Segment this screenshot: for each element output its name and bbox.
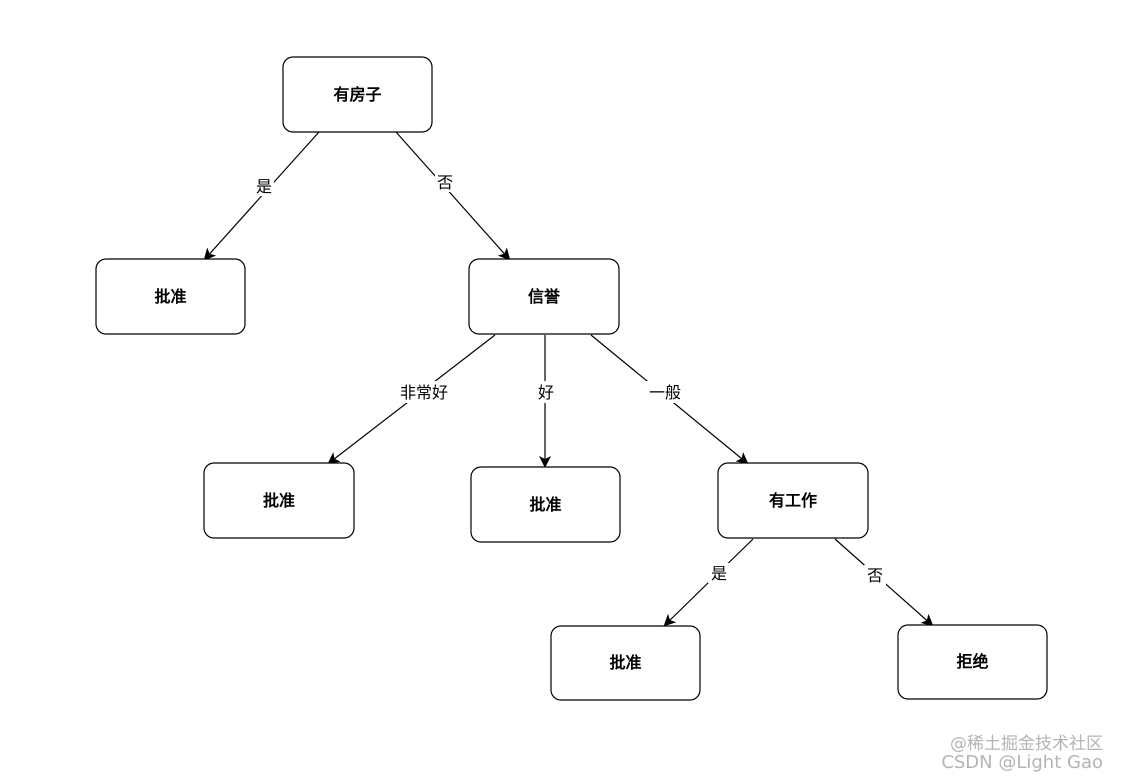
edge-credit-has-job: 一般 [590, 334, 749, 465]
node-label: 批准 [529, 495, 561, 514]
edge-label: 好 [538, 383, 554, 402]
node-label: 批准 [154, 287, 186, 306]
edge-root-credit: 否 [395, 131, 511, 261]
edges: 是 否 非常好 好 一般 是 否 [203, 131, 934, 627]
edge-root-approve-1: 是 [203, 131, 320, 261]
node-label: 批准 [609, 653, 641, 672]
node-label: 信誉 [528, 287, 561, 306]
watermark-juejin: @稀土掘金技术社区 [950, 733, 1103, 754]
node-approve-2: 批准 [203, 462, 355, 539]
edge-label: 否 [437, 173, 453, 192]
node-label: 有工作 [769, 491, 817, 510]
edge-label: 一般 [649, 383, 681, 402]
edge-credit-approve-3: 好 [535, 335, 557, 468]
edge-has-job-approve-4: 是 [663, 538, 754, 627]
node-root: 有房子 [282, 56, 433, 133]
nodes: 有房子 批准 信誉 批准 批准 有工作 批准 拒绝 [95, 56, 1048, 701]
node-label: 有房子 [333, 85, 381, 104]
node-approve-3: 批准 [470, 466, 621, 543]
node-approve-4: 批准 [550, 625, 701, 701]
edge-label: 非常好 [400, 383, 448, 402]
watermark: @稀土掘金技术社区 CSDN @Light Gao [941, 733, 1103, 774]
node-label: 拒绝 [956, 652, 988, 671]
node-reject: 拒绝 [897, 624, 1048, 700]
edge-label: 是 [256, 177, 272, 196]
node-approve-1: 批准 [95, 258, 246, 335]
node-label: 批准 [263, 491, 295, 510]
edge-label: 否 [867, 566, 883, 585]
watermark-csdn: CSDN @Light Gao [941, 752, 1103, 774]
edge-label: 是 [711, 564, 727, 583]
node-has-job: 有工作 [717, 462, 869, 539]
node-credit: 信誉 [468, 258, 620, 335]
edge-has-job-reject: 否 [834, 538, 934, 627]
edge-credit-approve-2: 非常好 [327, 334, 496, 465]
